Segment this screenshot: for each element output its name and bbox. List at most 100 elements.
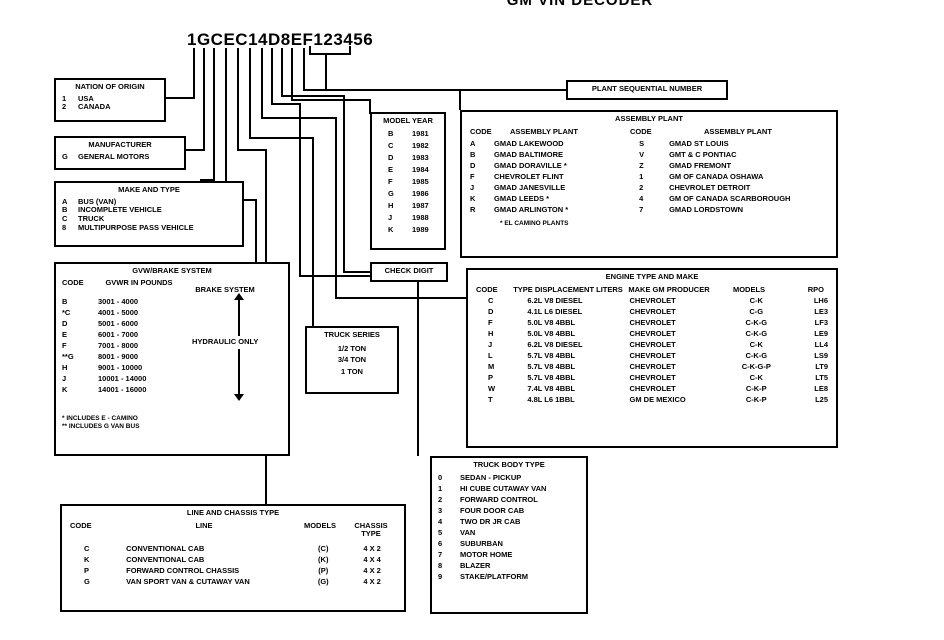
assembly-plant-box: ASSEMBLY PLANT CODE ASSEMBLY PLANT CODE … [460, 110, 838, 258]
engine-title: ENGINE TYPE AND MAKE [605, 272, 699, 281]
assembly-col-code-2: CODE [630, 126, 652, 136]
engine-col-code: CODE [476, 284, 498, 294]
arrow-down-icon [234, 394, 244, 402]
engine-type-box: ENGINE TYPE AND MAKE CODE TYPE DISPLACEM… [466, 268, 838, 448]
assembly-note: * EL CAMINO PLANTS [500, 220, 569, 228]
plant-sequential-box: PLANT SEQUENTIAL NUMBER [566, 80, 728, 100]
engine-col-models: MODELS [732, 284, 766, 294]
assembly-col-code: CODE [470, 126, 492, 136]
line-chassis-title: LINE AND CHASSIS TYPE [186, 508, 280, 517]
model-year-title: MODEL YEAR [383, 116, 433, 125]
line-col-line: LINE [195, 520, 213, 530]
check-digit-box: CHECK DIGIT [370, 262, 448, 282]
assembly-col-plant: ASSEMBLY PLANT [510, 126, 578, 136]
manufacturer-title: MANUFACTURER [88, 140, 152, 149]
engine-col-rpo: RPO [807, 284, 824, 294]
nation-title: NATION OF ORIGIN [75, 82, 145, 91]
gvw-title: GVW/BRAKE SYSTEM [132, 266, 212, 275]
check-digit-title: CHECK DIGIT [384, 266, 434, 275]
arrow-up-icon [234, 293, 244, 301]
line-chassis-box: LINE AND CHASSIS TYPE CODE LINE MODELS C… [60, 504, 406, 612]
brake-system-value: HYDRAULIC ONLY [192, 336, 259, 349]
line-col-models: MODELS [303, 520, 337, 530]
gvw-col-gvwr: GVWR IN POUNDS [105, 277, 173, 287]
make-type-title: MAKE AND TYPE [118, 185, 180, 194]
list-item: 1 TON [341, 366, 363, 376]
line-col-code: CODE [70, 520, 92, 530]
engine-col-make: MAKE GM PRODUCER [628, 284, 710, 294]
truck-series-box: TRUCK SERIES 1/2 TON 3/4 TON 1 TON [305, 326, 399, 394]
gvw-col-code: CODE [62, 277, 84, 287]
gvw-col-brake: BRAKE SYSTEM [195, 284, 255, 294]
list-item: 3/4 TON [337, 355, 367, 365]
assembly-title: ASSEMBLY PLANT [615, 114, 683, 123]
page-title: GM VIN DECODER [506, 0, 654, 9]
line-col-chassis: CHASSIS TYPE [354, 520, 388, 539]
engine-col-type: TYPE DISPLACEMENT LITERS [513, 284, 623, 294]
gvw-brake-box: GVW/BRAKE SYSTEM CODE GVWR IN POUNDS BRA… [54, 262, 290, 456]
gvw-note-1: * INCLUDES E - CAMINO [62, 415, 138, 423]
